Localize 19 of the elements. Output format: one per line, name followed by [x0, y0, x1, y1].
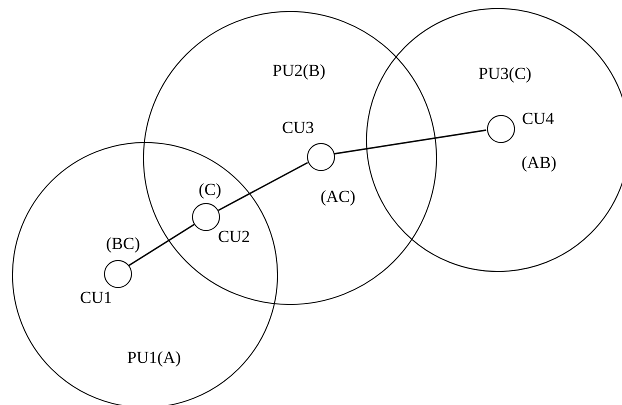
connector-line: [218, 162, 308, 212]
node-label: CU3: [282, 118, 314, 138]
node-label: (C): [198, 180, 222, 200]
node-circle: [487, 115, 515, 143]
connector-line: [334, 129, 486, 155]
node-circle: [307, 143, 335, 171]
node-label: CU2: [218, 227, 250, 247]
node-label: PU1(A): [127, 348, 181, 368]
node-label: (AB): [522, 153, 556, 173]
node-label: PU2(B): [272, 61, 326, 81]
connector-line: [128, 224, 195, 266]
coverage-circle: [366, 8, 622, 272]
node-label: PU3(C): [478, 64, 532, 84]
node-label: CU4: [522, 109, 554, 129]
node-label: CU1: [80, 288, 112, 308]
node-circle: [104, 260, 132, 288]
node-label: (AC): [320, 187, 356, 207]
node-circle: [192, 203, 220, 231]
node-label: (BC): [106, 234, 140, 254]
